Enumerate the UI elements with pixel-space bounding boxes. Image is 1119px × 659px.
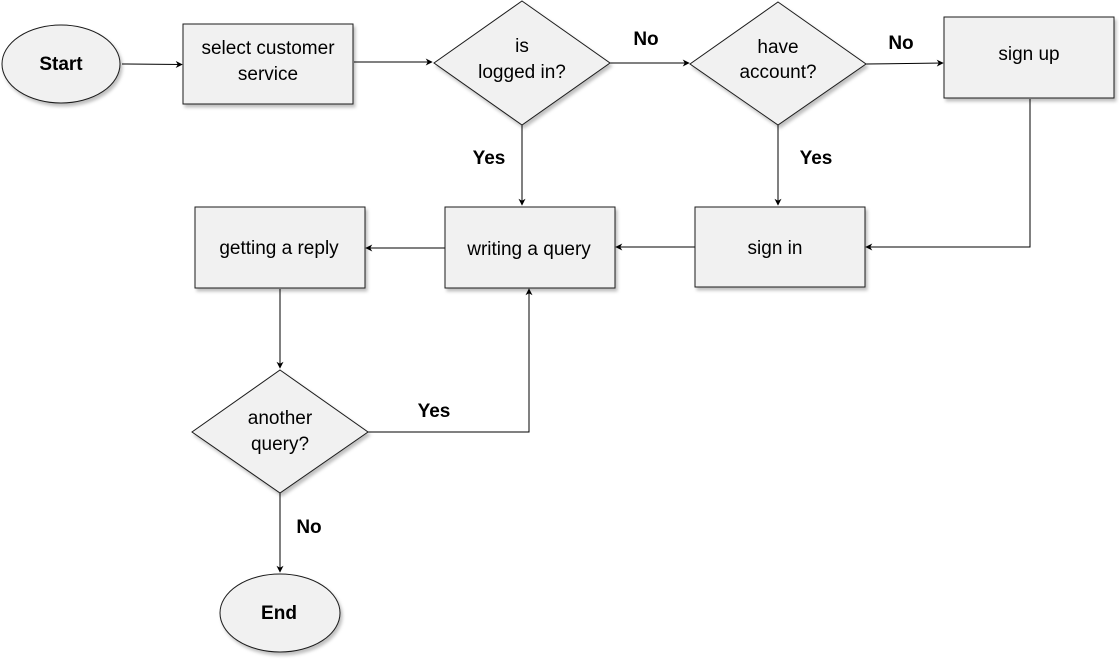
select-customer-service-label-line2: service: [238, 64, 298, 85]
edge-sign-up-to-sign-in: [865, 99, 1031, 251]
sign-in-label: sign in: [748, 238, 803, 259]
start-node[interactable]: Start: [1, 24, 121, 104]
edge-label-another-query-yes: Yes: [418, 401, 451, 422]
another-query-decision[interactable]: another query?: [191, 369, 369, 494]
have-account-label-line1: have: [757, 37, 798, 58]
select-customer-service-label-line1: select customer: [201, 38, 335, 59]
end-label: End: [261, 603, 297, 624]
sign-up-node[interactable]: sign up: [943, 16, 1115, 99]
edge-another-query-to-writing: [368, 288, 533, 433]
another-query-label-line2: query?: [251, 434, 309, 455]
getting-a-reply-label: getting a reply: [219, 238, 339, 259]
have-account-label-line2: account?: [739, 62, 816, 83]
start-label: Start: [39, 54, 83, 75]
edge-label-have-account-yes: Yes: [800, 148, 833, 169]
writing-a-query-node[interactable]: writing a query: [444, 206, 616, 289]
edge-start-to-select: [121, 60, 183, 68]
is-logged-in-decision[interactable]: is logged in?: [433, 0, 611, 126]
sign-in-node[interactable]: sign in: [694, 206, 866, 288]
another-query-label-line1: another: [248, 408, 313, 429]
writing-a-query-label: writing a query: [466, 239, 591, 260]
have-account-decision[interactable]: have account?: [689, 1, 867, 126]
sign-up-label: sign up: [998, 44, 1059, 65]
getting-a-reply-node[interactable]: getting a reply: [194, 206, 366, 289]
is-logged-in-label-line2: logged in?: [478, 62, 566, 83]
select-customer-service-node[interactable]: select customer service: [182, 23, 354, 105]
edge-label-logged-in-yes: Yes: [473, 148, 506, 169]
edge-label-another-query-no: No: [296, 517, 321, 538]
edge-label-logged-in-no: No: [633, 29, 658, 50]
end-node[interactable]: End: [219, 573, 341, 653]
is-logged-in-label-line1: is: [515, 36, 529, 57]
edge-label-have-account-no: No: [888, 33, 913, 54]
edge-have-account-to-sign-up: [865, 59, 944, 67]
